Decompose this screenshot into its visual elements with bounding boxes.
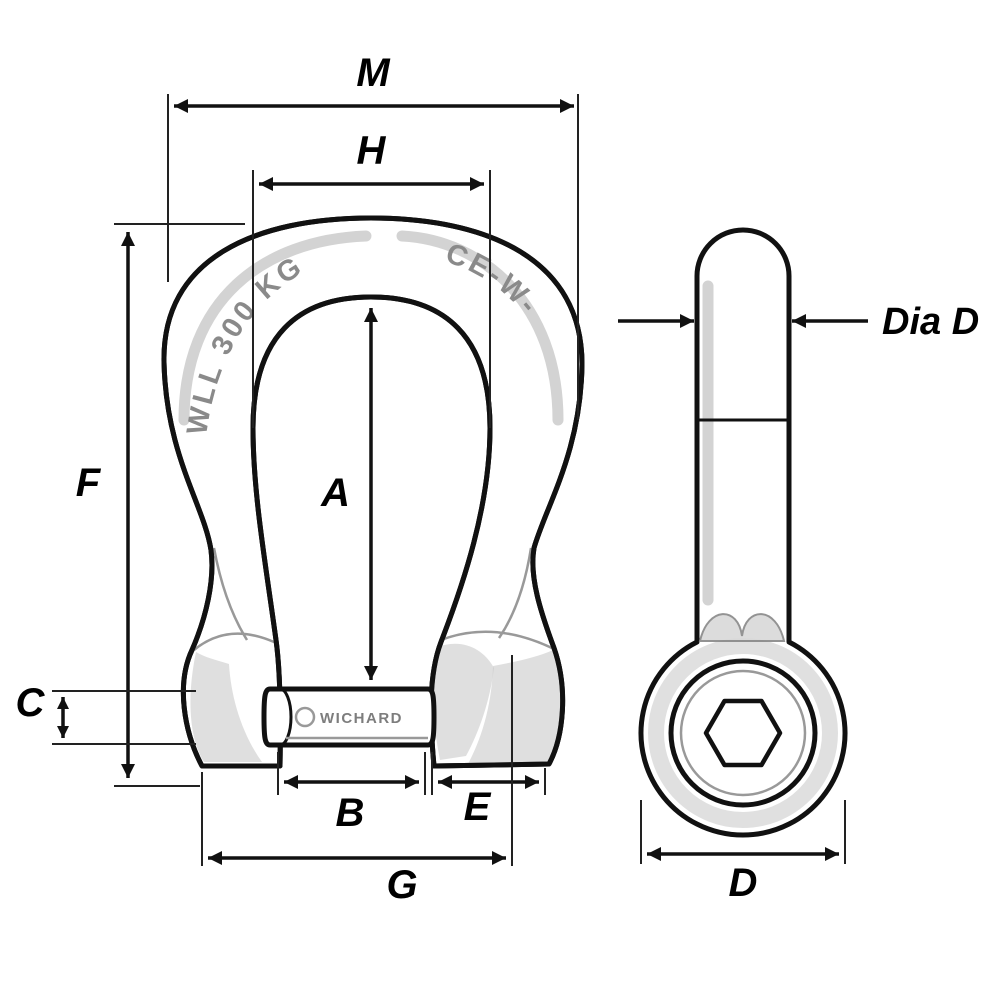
body-shading (178, 230, 564, 764)
hex-socket (703, 698, 783, 768)
right-lug-scallop (435, 630, 557, 652)
eye-inner-ring (679, 669, 807, 797)
dimension-label-e: E (464, 785, 492, 829)
top-right-sheen (396, 230, 564, 426)
dimension-c: C (16, 681, 196, 745)
dimension-e: E (431, 752, 546, 829)
eye-scallop-shading (698, 613, 786, 642)
right-waist-line (497, 547, 533, 639)
dimension-m: M (167, 51, 579, 420)
dimension-dia-d: Dia D (618, 301, 979, 343)
dimension-g: G (201, 655, 513, 907)
dimension-label-a: A (320, 471, 350, 515)
top-left-sheen (178, 230, 372, 426)
pin-body (261, 686, 437, 748)
dimension-label-g: G (386, 863, 417, 907)
dimension-label-dia-d: Dia D (882, 301, 979, 343)
dimension-h: H (252, 129, 491, 428)
side-view: Dia D D (618, 227, 979, 905)
front-view: WLL 300 KG CE-W- WICHARD M H (16, 51, 585, 907)
dimension-label-c: C (16, 681, 46, 725)
dimension-label-m: M (356, 51, 391, 95)
pin-cap-line (279, 687, 293, 747)
pin-brand-marking: WICHARD (320, 710, 403, 727)
dimension-b: B (277, 752, 426, 835)
right-lug-inner-shade (432, 643, 494, 760)
dimension-label-h: H (357, 129, 387, 173)
pin-logo-icon (294, 706, 316, 728)
dimension-a: A (320, 308, 378, 680)
dimension-label-f: F (76, 461, 102, 505)
dimension-d: D (640, 800, 846, 905)
shackle-body-outline (161, 215, 585, 769)
eye-shade-ring (648, 638, 838, 828)
dimension-f: F (76, 223, 245, 787)
dimension-label-b: B (336, 791, 365, 835)
dimension-label-d: D (729, 861, 758, 905)
right-lug-shade (468, 650, 561, 764)
shackle-pin: WICHARD (261, 686, 437, 748)
left-lug-shade (190, 652, 262, 762)
left-lug-scallop (193, 632, 275, 651)
